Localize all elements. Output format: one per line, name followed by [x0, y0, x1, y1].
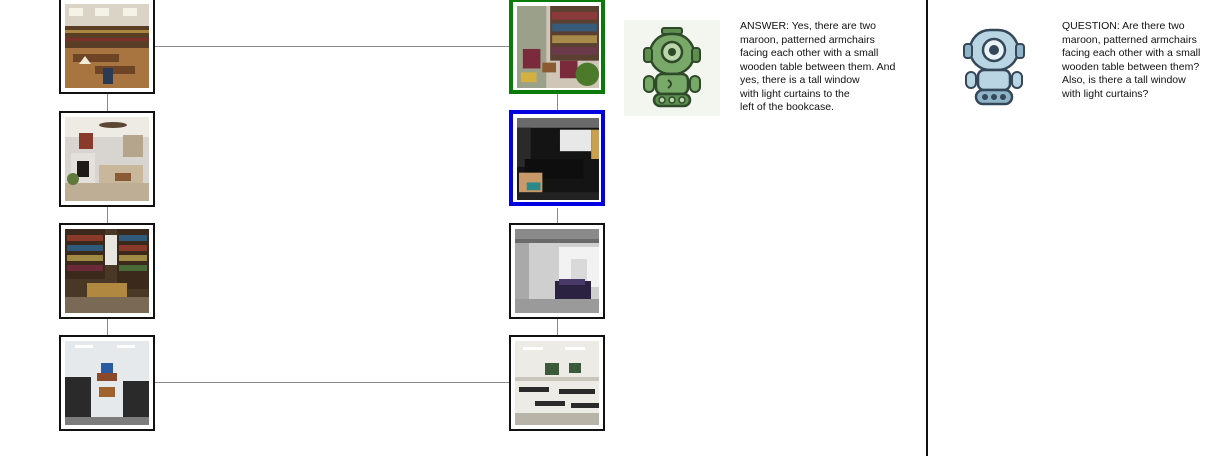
living-room-fireplace-photo: [65, 117, 149, 201]
connector-left-3: [107, 318, 108, 336]
right-image-2-selected[interactable]: [509, 110, 605, 206]
right-image-4[interactable]: [509, 335, 605, 431]
green-robot-icon: [624, 20, 720, 116]
classroom-tables-photo: [515, 341, 599, 425]
connector-right-2: [557, 208, 558, 224]
bookshelf-study-photo: [65, 229, 149, 313]
left-image-4[interactable]: [59, 335, 155, 431]
right-image-1-target[interactable]: [509, 0, 605, 94]
lounge-leather-sofas-photo: [65, 341, 149, 425]
library-reading-room-photo: [65, 4, 149, 88]
answer-text: ANSWER: Yes, there are two maroon, patte…: [740, 20, 896, 113]
connector-left-1: [107, 94, 108, 112]
connector-left-2: [107, 206, 108, 224]
connector-bottom: [154, 382, 512, 383]
home-theater-room-photo: [517, 118, 599, 200]
left-image-1[interactable]: [59, 0, 155, 94]
armchairs-bookcase-photo: [517, 6, 599, 88]
panel-divider: [926, 0, 928, 456]
left-image-2[interactable]: [59, 111, 155, 207]
question-text: QUESTION: Are there two maroon, patterne…: [1062, 20, 1201, 100]
carport-garage-photo: [515, 229, 599, 313]
connector-right-1: [557, 94, 558, 110]
right-image-3[interactable]: [509, 223, 605, 319]
connector-right-3: [557, 318, 558, 336]
connector-top: [154, 46, 512, 47]
left-image-3[interactable]: [59, 223, 155, 319]
blue-robot-icon: [960, 28, 1028, 110]
